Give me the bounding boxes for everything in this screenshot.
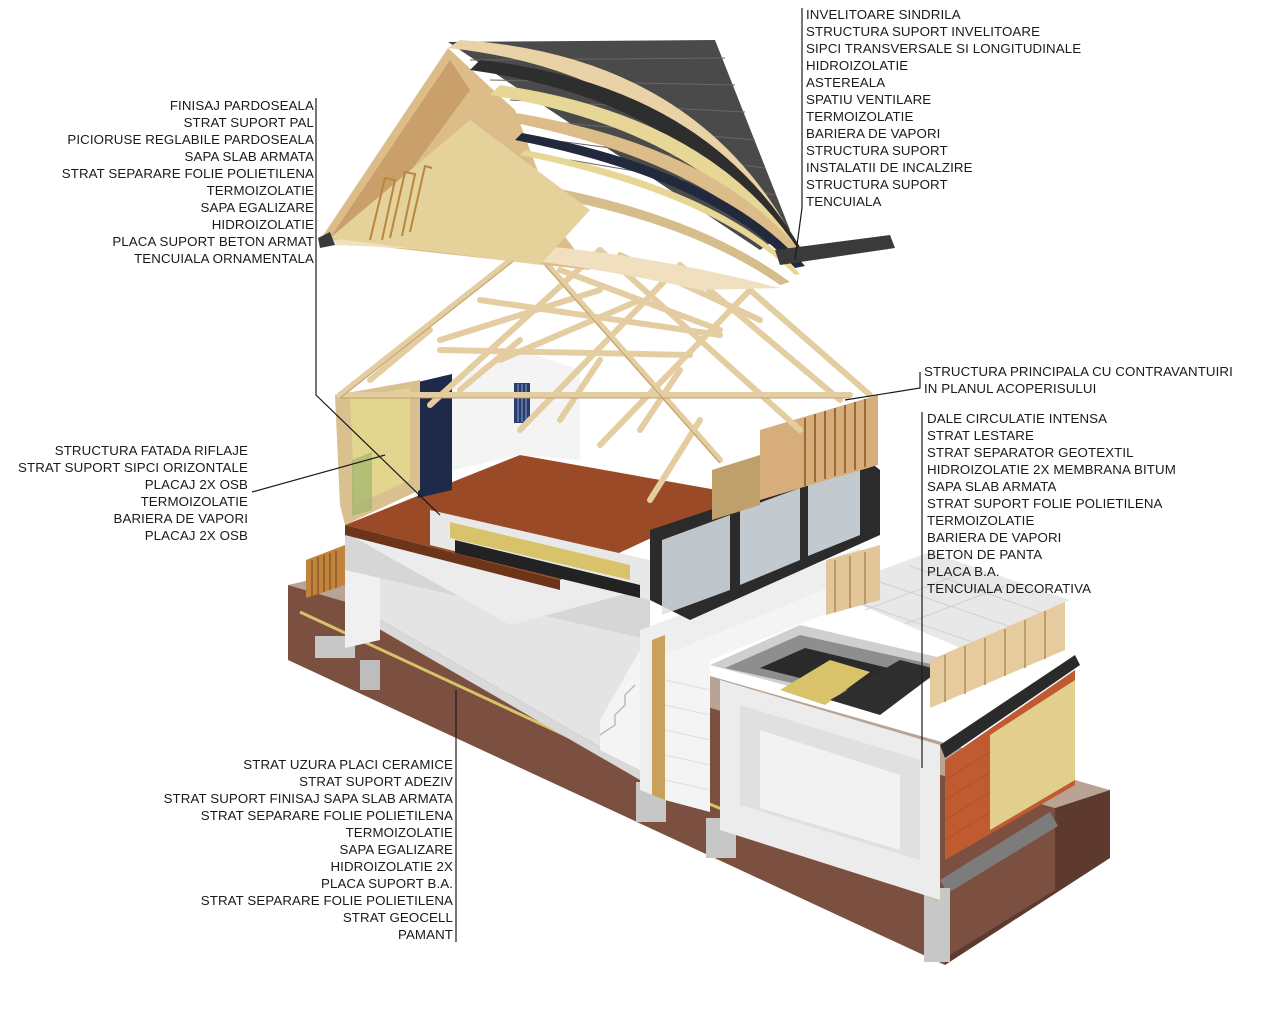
leader-line-floor: [315, 98, 441, 516]
terrace-label: PLACA B.A.: [927, 564, 1000, 579]
structure-label: IN PLANUL ACOPERISULUI: [924, 381, 1097, 396]
terrace-label: TERMOIZOLATIE: [927, 513, 1035, 528]
terrace-label: TENCUIALA DECORATIVA: [927, 581, 1092, 596]
terrace-label: STRAT LESTARE: [927, 428, 1034, 443]
roof-label: HIDROIZOLATIE: [806, 58, 909, 73]
floor-label: TERMOIZOLATIE: [206, 183, 314, 198]
footing: [360, 660, 380, 690]
terrace-label: HIDROIZOLATIE 2X MEMBRANA BITUM: [927, 462, 1176, 477]
ground-label: STRAT SEPARARE FOLIE POLIETILENA: [200, 893, 453, 908]
ground-floor-layer-labels: STRAT UZURA PLACI CERAMICE STRAT SUPORT …: [164, 756, 453, 943]
ground-label: SAPA EGALIZARE: [339, 842, 453, 857]
roof-structure-labels: STRUCTURA PRINCIPALA CU CONTRAVANTUIRI I…: [924, 363, 1233, 397]
floor-label: SAPA EGALIZARE: [200, 200, 314, 215]
facade-label: PLACAJ 2X OSB: [144, 477, 248, 492]
roof-label: TERMOIZOLATIE: [806, 109, 914, 124]
roof-label: TENCUIALA: [806, 194, 882, 209]
floor-label: FINISAJ PARDOSEALA: [169, 98, 314, 113]
roof-label: STRUCTURA SUPORT: [806, 143, 948, 158]
terrace-label: DALE CIRCULATIE INTENSA: [927, 411, 1108, 426]
ground-label: TERMOIZOLATIE: [345, 825, 453, 840]
roof-layer-labels: INVELITOARE SINDRILA STRUCTURA SUPORT IN…: [806, 6, 1081, 210]
terrace-label: STRAT SUPORT FOLIE POLIETILENA: [927, 496, 1163, 511]
terrace-layer-labels: DALE CIRCULATIE INTENSA STRAT LESTARE ST…: [927, 410, 1176, 597]
structure-label: STRUCTURA PRINCIPALA CU CONTRAVANTUIRI: [924, 364, 1233, 379]
glazed-facade: [650, 458, 880, 620]
terrace-label: BETON DE PANTA: [927, 547, 1043, 562]
facade-label: STRAT SUPORT SIPCI ORIZONTALE: [18, 460, 248, 475]
leader-line-roof: [794, 8, 803, 261]
roof-label: STRUCTURA SUPORT INVELITOARE: [806, 24, 1041, 39]
ground-label: STRAT SUPORT FINISAJ SAPA SLAB ARMATA: [163, 791, 453, 806]
facade-label: PLACAJ 2X OSB: [144, 528, 248, 543]
facade-label: TERMOIZOLATIE: [140, 494, 248, 509]
floor-label: TENCUIALA ORNAMENTALA: [134, 251, 314, 266]
terrace-label: STRAT SEPARATOR GEOTEXTIL: [927, 445, 1134, 460]
floor-label: HIDROIZOLATIE: [211, 217, 314, 232]
roof-label: SPATIU VENTILARE: [806, 92, 932, 107]
terrace-roof-assembly: [710, 545, 1070, 715]
leader-lines: [251, 8, 923, 942]
roof-label: STRUCTURA SUPORT: [806, 177, 948, 192]
roof-label: ASTEREALA: [806, 75, 886, 90]
ground-label: STRAT UZURA PLACI CERAMICE: [243, 757, 453, 772]
roof-label: INVELITOARE SINDRILA: [806, 7, 961, 22]
roof-label: INSTALATII DE INCALZIRE: [806, 160, 973, 175]
floor-label: STRAT SEPARARE FOLIE POLIETILENA: [61, 166, 314, 181]
facade-layer-labels: STRUCTURA FATADA RIFLAJE STRAT SUPORT SI…: [18, 442, 248, 544]
timber-roof-trusses: [337, 242, 873, 503]
leader-line-structure: [844, 372, 921, 401]
floor-label: SAPA SLAB ARMATA: [184, 149, 314, 164]
floor-label: PICIORUSE REGLABILE PARDOSEALA: [67, 132, 314, 147]
terrace-label: BARIERA DE VAPORI: [927, 530, 1062, 545]
floor-label: PLACA SUPORT BETON ARMAT: [112, 234, 314, 249]
leader-line-facade: [251, 454, 386, 493]
roof-label: BARIERA DE VAPORI: [806, 126, 941, 141]
ground-label: STRAT SUPORT ADEZIV: [299, 774, 453, 789]
terrace-label: SAPA SLAB ARMATA: [927, 479, 1057, 494]
ground-label: PLACA SUPORT B.A.: [320, 876, 453, 891]
ground-label: HIDROIZOLATIE 2X: [330, 859, 453, 874]
ground-label: PAMANT: [397, 927, 453, 942]
ground-label: STRAT GEOCELL: [342, 910, 453, 925]
floor-label: STRAT SUPORT PAL: [183, 115, 314, 130]
facade-label: STRUCTURA FATADA RIFLAJE: [54, 443, 248, 458]
roof-label: SIPCI TRANSVERSALE SI LONGITUDINALE: [806, 41, 1082, 56]
facade-label: BARIERA DE VAPORI: [113, 511, 248, 526]
upper-floor-slab-and-walls: [335, 350, 880, 620]
upper-floor-layer-labels: FINISAJ PARDOSEALA STRAT SUPORT PAL PICI…: [62, 97, 314, 267]
curved-roof-assembly: [318, 40, 895, 290]
ground-label: STRAT SEPARARE FOLIE POLIETILENA: [200, 808, 453, 823]
ground-floor-right-volume: [720, 655, 1080, 900]
